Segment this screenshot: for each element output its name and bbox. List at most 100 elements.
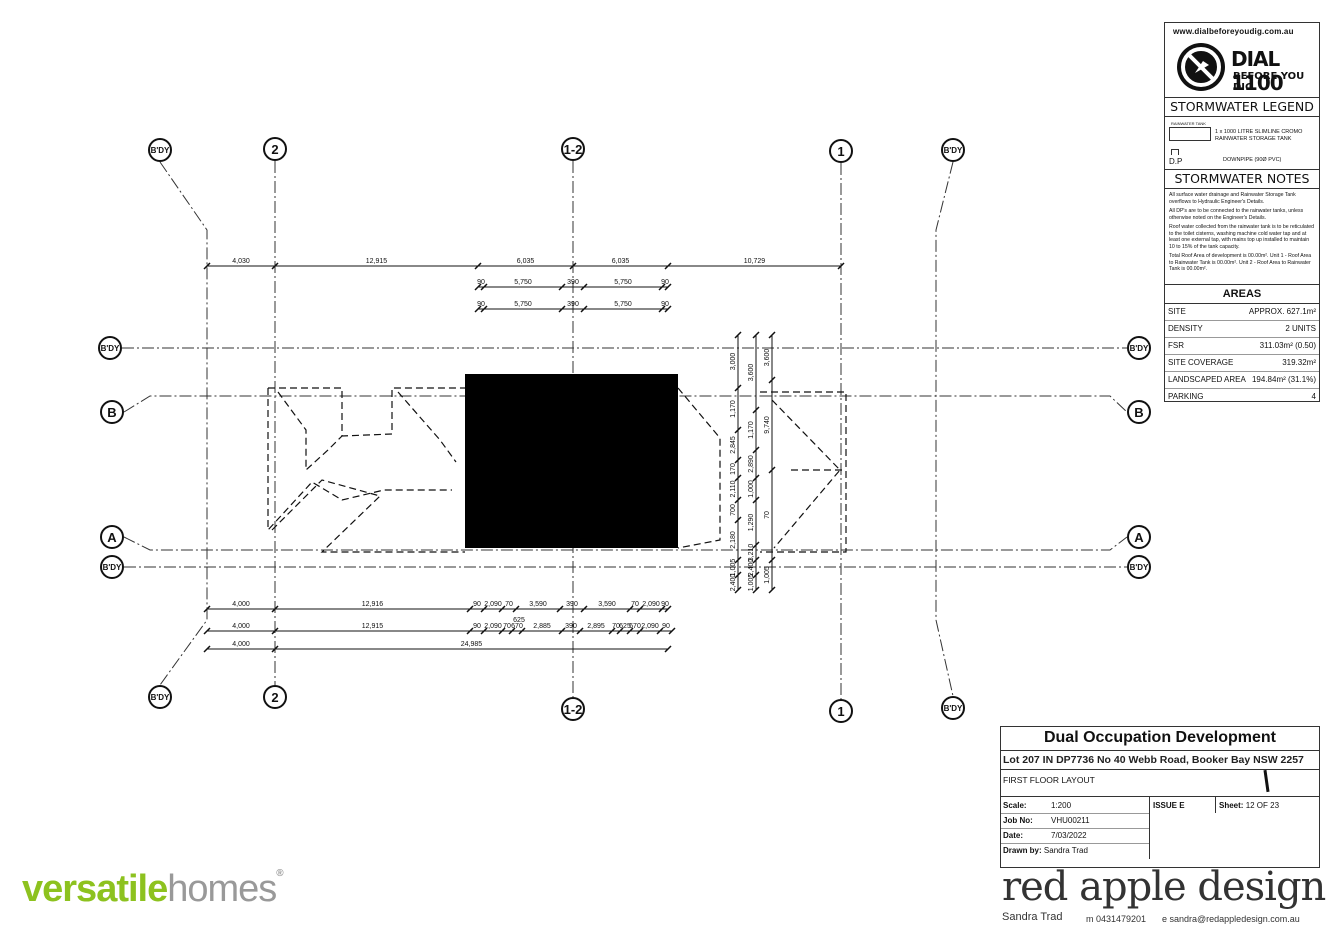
dim-label: 390 (567, 279, 579, 286)
areas-title: AREAS (1165, 285, 1319, 304)
dim-tick (734, 586, 742, 594)
dim-tick (474, 262, 482, 270)
grid-bubble-label: A (107, 530, 117, 545)
grid-bubble: 1 (829, 139, 853, 163)
grid-bubble-label: 2 (271, 690, 278, 705)
dim-tick (734, 474, 742, 482)
project-title: Dual Occupation Development (1001, 727, 1319, 751)
issue-value: ISSUE E (1153, 801, 1185, 810)
dim-tick (658, 305, 666, 313)
drawing-layout-name: FIRST FLOOR LAYOUT (1001, 769, 1319, 797)
dim-label: 670 (511, 623, 523, 630)
dim-tick (480, 627, 488, 635)
dim-tick (734, 426, 742, 434)
dim-label: 2,090 (642, 601, 660, 608)
dim-label: 2,090 (484, 623, 502, 630)
gridline-vertical (935, 161, 954, 697)
gridline-vertical (159, 161, 208, 686)
dim-tick (837, 262, 845, 270)
dim-label: 2,845 (730, 436, 737, 454)
grid-bubble: B'DY (1127, 555, 1151, 579)
dim-tick (752, 331, 760, 339)
grid-bubble-label: B (1134, 405, 1143, 420)
dim-tick (664, 305, 672, 313)
tank-symbol-icon (1169, 127, 1211, 141)
dial-before-you-dig-panel: www.dialbeforeyoudig.com.au DIAL 1100 BE… (1164, 22, 1320, 99)
job-value: VHU00211 (1051, 816, 1090, 825)
dim-tick (518, 627, 526, 635)
grid-bubble: B (100, 400, 124, 424)
dim-label: 2,180 (730, 531, 737, 549)
dim-label: 5,750 (514, 301, 532, 308)
dim-tick (616, 627, 624, 635)
grid-bubble: B'DY (100, 555, 124, 579)
dim-tick (576, 627, 584, 635)
title-block-grid: Scale:1:200 ISSUE E Sheet: 12 OF 23 Job … (1001, 797, 1319, 859)
dim-tick (636, 627, 644, 635)
dim-tick (271, 627, 279, 635)
grid-bubble-circle (98, 336, 122, 360)
grid-bubble-label: 1 (837, 144, 844, 159)
dim-label: 24,985 (461, 641, 483, 648)
grid-bubble: A (100, 525, 124, 549)
dim-label: 90 (477, 301, 485, 308)
dim-label: 4,000 (232, 641, 250, 648)
dim-tick (734, 516, 742, 524)
dim-tick (734, 331, 742, 339)
area-label: FSR (1168, 341, 1184, 350)
grid-bubble-label: 1-2 (564, 142, 583, 157)
dim-tick (734, 556, 742, 564)
area-label: SITE COVERAGE (1168, 358, 1234, 367)
dim-tick (271, 262, 279, 270)
grid-bubble-label: B'DY (151, 693, 170, 702)
dim-tick (580, 305, 588, 313)
downpipe-symbol-icon (1171, 149, 1179, 155)
roof-outline (760, 391, 847, 553)
date-label: Date: (1003, 831, 1024, 840)
dim-tick (734, 571, 742, 579)
dim-label: 2,400 (730, 574, 737, 592)
dim-label: 3,590 (529, 601, 547, 608)
roof-outline (277, 391, 343, 472)
dbyd-logo-icon (1177, 43, 1225, 91)
dim-tick (664, 262, 672, 270)
drawn-value: Sandra Trad (1043, 846, 1088, 855)
dim-tick (498, 627, 506, 635)
dim-label: 90 (661, 279, 669, 286)
red-apple-design-logo: red apple design (1002, 864, 1326, 910)
dim-label: 4,000 (232, 601, 250, 608)
sheet-value: 12 OF 23 (1245, 801, 1280, 810)
dim-label: 1,005 (764, 566, 771, 584)
dim-tick (512, 605, 520, 613)
grid-bubble-circle (829, 699, 853, 723)
dim-tick (608, 627, 616, 635)
grid-bubble: B (1127, 400, 1151, 424)
grid-bubble-circle (263, 137, 287, 161)
roof-outline (771, 399, 841, 549)
dim-label: 2,090 (484, 601, 502, 608)
grid-bubble-circle (148, 138, 172, 162)
dim-label: 700 (730, 504, 737, 516)
dim-tick (203, 262, 211, 270)
grid-bubble: 1-2 (561, 697, 585, 721)
dim-label: 670 (629, 623, 641, 630)
dim-tick (752, 556, 760, 564)
grid-bubble-circle (829, 139, 853, 163)
dp-text: DOWNPIPE (90Ø PVC) (1223, 157, 1282, 163)
scale-label: Scale: (1003, 801, 1027, 810)
dim-label: 90 (661, 301, 669, 308)
dim-tick (626, 627, 634, 635)
area-value: 2 UNITS (1285, 324, 1316, 333)
dim-tick (474, 305, 482, 313)
grid-bubble: 1 (829, 699, 853, 723)
logo-part-1: versatile (22, 868, 168, 910)
dim-tick (664, 283, 672, 291)
dim-label: 12,915 (362, 623, 384, 630)
dim-tick (734, 456, 742, 464)
dim-tick (480, 605, 488, 613)
